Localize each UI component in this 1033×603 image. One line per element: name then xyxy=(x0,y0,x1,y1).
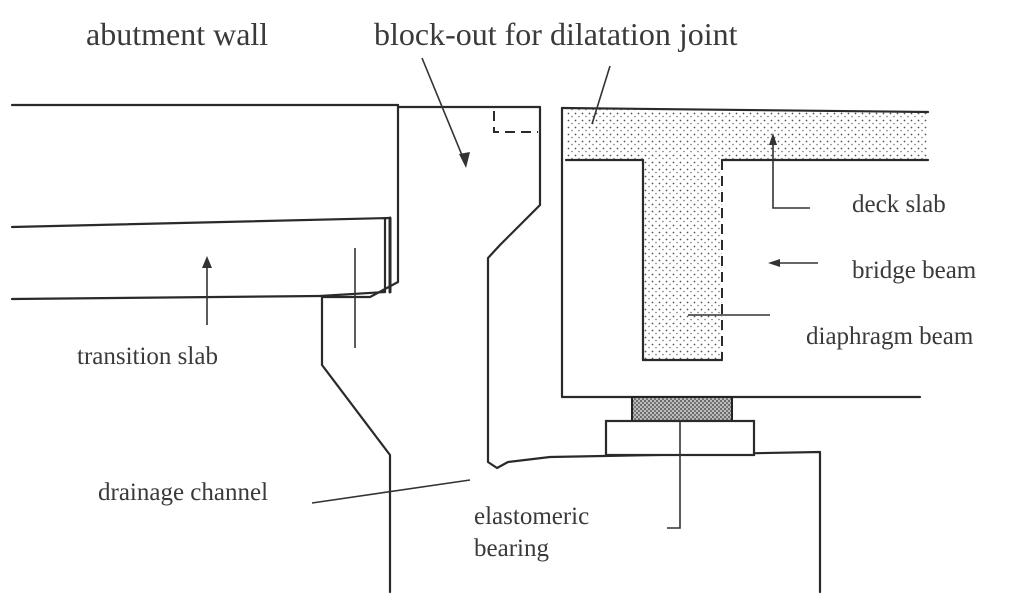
label-diaphragm-beam: diaphragm beam xyxy=(806,323,974,350)
transition-slab-shape xyxy=(10,216,392,301)
leader-transition-slab xyxy=(202,256,212,325)
label-abutment-wall: abutment wall xyxy=(86,16,268,52)
elastomeric-bearing-shape xyxy=(631,396,733,422)
leader-bridge-beam xyxy=(768,259,818,267)
label-bearing: bearing xyxy=(474,535,549,562)
label-block-out: block-out for dilatation joint xyxy=(374,16,738,52)
leader-block-out xyxy=(421,57,470,168)
leader-drainage-channel xyxy=(311,479,471,504)
label-elastomeric: elastomeric xyxy=(474,503,589,530)
leader-elastomeric-bearing xyxy=(667,420,681,529)
deck-slab-shape xyxy=(560,106,930,362)
leader-deck-slab xyxy=(769,133,810,209)
bridge-beam-shape xyxy=(560,106,922,399)
label-transition-slab: transition slab xyxy=(77,343,218,370)
label-deck-slab: deck slab xyxy=(852,191,946,218)
label-bridge-beam: bridge beam xyxy=(852,257,977,284)
leader-block-out-right xyxy=(591,65,611,125)
label-drainage-channel: drainage channel xyxy=(98,479,268,506)
